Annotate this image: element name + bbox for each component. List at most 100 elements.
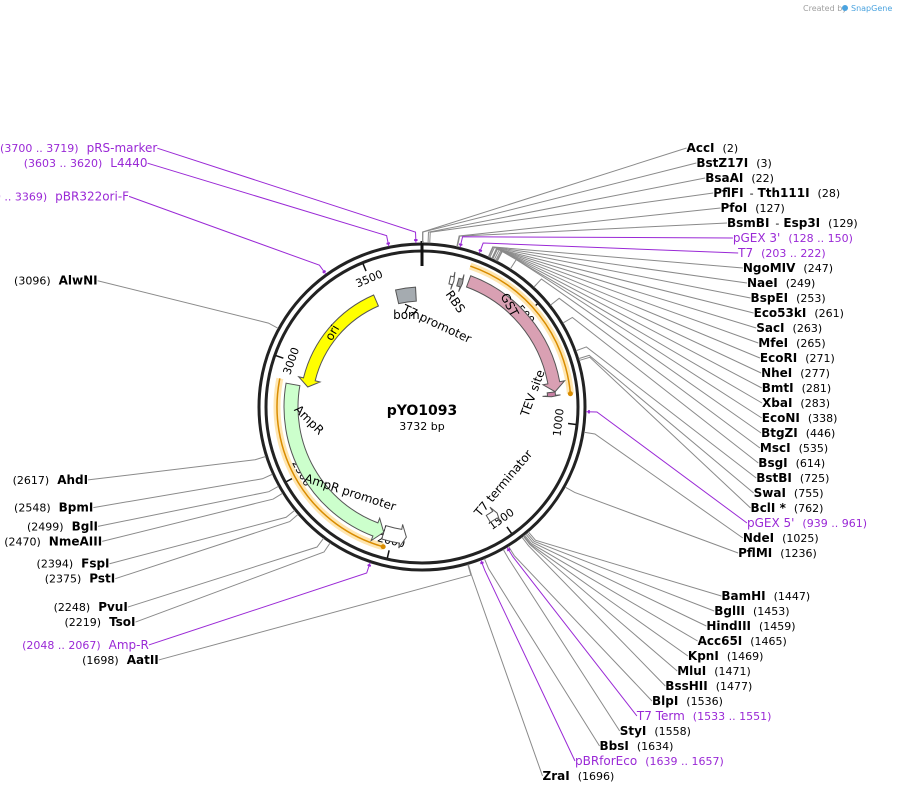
site-ahdi[interactable]: (2617)AhdI bbox=[13, 473, 88, 487]
site-mfei[interactable]: MfeI(265) bbox=[758, 336, 825, 350]
site-acci-leader bbox=[423, 148, 687, 243]
site-psti-label: (2375)PstI bbox=[45, 572, 116, 586]
site-nmeaiii[interactable]: (2470)NmeAIII bbox=[4, 534, 102, 548]
site-bgli-label: (2499)BglI bbox=[27, 519, 98, 533]
primer-amp-r[interactable]: (2048 .. 2067)Amp-R bbox=[22, 638, 149, 652]
site-alwni[interactable]: (3096)AlwNI bbox=[14, 274, 98, 288]
site-psti-pos: (2375) bbox=[45, 573, 82, 586]
site-bstz17i-name: BstZ17I bbox=[696, 156, 748, 170]
site-acci-name: AccI bbox=[687, 141, 715, 155]
primer-pgex-5[interactable]: pGEX 5'(939 .. 961) bbox=[747, 516, 867, 530]
site-swai[interactable]: SwaI(755) bbox=[754, 486, 824, 500]
primer-pbr322ori-f[interactable]: (3350 .. 3369)pBR322ori-F bbox=[0, 189, 129, 203]
site-msci-label: MscI(535) bbox=[760, 441, 828, 455]
primer-l4440[interactable]: (3603 .. 3620)L4440 bbox=[24, 156, 148, 170]
site-acci[interactable]: AccI(2) bbox=[687, 141, 739, 155]
snapgene-logo-icon bbox=[842, 5, 848, 11]
site-bgli[interactable]: (2499)BglI bbox=[27, 519, 98, 533]
site-ndei-name: NdeI bbox=[743, 531, 774, 545]
site-bsaai[interactable]: BsaAI(22) bbox=[705, 171, 774, 185]
site-mlui[interactable]: MluI(1471) bbox=[677, 664, 751, 678]
site-fspi-name: FspI bbox=[81, 557, 109, 571]
site-bstbi[interactable]: BstBI(725) bbox=[756, 471, 829, 485]
site-bamhi[interactable]: BamHI(1447) bbox=[721, 589, 810, 603]
primer-prs-marker[interactable]: (3700 .. 3719)pRS-marker bbox=[0, 141, 157, 155]
primer-t7[interactable]: T7(203 .. 222) bbox=[737, 246, 826, 260]
site-eco53ki[interactable]: Eco53kI(261) bbox=[754, 306, 844, 320]
site-bamhi-name: BamHI bbox=[721, 589, 765, 603]
site-pvui[interactable]: (2248)PvuI bbox=[54, 600, 128, 614]
primer-t7-label: T7(203 .. 222) bbox=[737, 246, 826, 260]
site-econi[interactable]: EcoNI(338) bbox=[762, 411, 838, 425]
site-bsmbi[interactable]: BsmBI-Esp3I(129) bbox=[727, 216, 858, 230]
site-aatii[interactable]: (1698)AatII bbox=[82, 653, 159, 667]
site-bcli-leader bbox=[579, 357, 750, 508]
site-ngomiv-pos: (247) bbox=[803, 262, 833, 275]
site-bsmbi-name2: Esp3I bbox=[783, 216, 820, 230]
site-pflfi[interactable]: PflFI-Tth111I(28) bbox=[713, 186, 840, 200]
site-btgzi[interactable]: BtgZI(446) bbox=[761, 426, 835, 440]
site-naei[interactable]: NaeI(249) bbox=[747, 276, 815, 290]
site-mfei-label: MfeI(265) bbox=[758, 336, 825, 350]
site-bmti[interactable]: BmtI(281) bbox=[762, 381, 831, 395]
site-acc65i[interactable]: Acc65I(1465) bbox=[698, 634, 787, 648]
site-bpmi-leader bbox=[93, 474, 272, 507]
site-psti[interactable]: (2375)PstI bbox=[45, 572, 116, 586]
site-swai-label: SwaI(755) bbox=[754, 486, 824, 500]
primer-prs-marker-label: (3700 .. 3719)pRS-marker bbox=[0, 141, 157, 155]
site-bbsi[interactable]: BbsI(1634) bbox=[600, 739, 674, 753]
primer-pgex-3-name: pGEX 3' bbox=[733, 231, 780, 245]
site-bsshii[interactable]: BssHII(1477) bbox=[665, 679, 752, 693]
site-bsgi[interactable]: BsgI(614) bbox=[758, 456, 825, 470]
site-bspei-leader bbox=[490, 248, 751, 298]
site-bspei[interactable]: BspEI(253) bbox=[751, 291, 826, 305]
primer-t7-term-range: (1533 .. 1551) bbox=[693, 710, 772, 723]
site-bsaai-name: BsaAI bbox=[705, 171, 743, 185]
site-bstbi-pos: (725) bbox=[800, 472, 830, 485]
site-zrai-name: ZraI bbox=[543, 769, 570, 783]
primer-t7-term[interactable]: T7 Term(1533 .. 1551) bbox=[636, 709, 771, 723]
site-xbai[interactable]: XbaI(283) bbox=[762, 396, 830, 410]
site-pflmi[interactable]: PflMI(1236) bbox=[738, 546, 817, 560]
site-pflfi-sep: - bbox=[750, 187, 754, 200]
site-tsoi[interactable]: (2219)TsoI bbox=[64, 615, 135, 629]
primer-prs-marker-name: pRS-marker bbox=[87, 141, 158, 155]
site-kpni-pos: (1469) bbox=[727, 650, 764, 663]
site-blpi[interactable]: BlpI(1536) bbox=[652, 694, 723, 708]
site-bstz17i[interactable]: BstZ17I(3) bbox=[696, 156, 771, 170]
primer-pbrforeco[interactable]: pBRforEco(1639 .. 1657) bbox=[575, 754, 724, 768]
primer-l4440-name: L4440 bbox=[110, 156, 147, 170]
tick-label-3000: 3000 bbox=[281, 346, 303, 377]
site-bpmi[interactable]: (2548)BpmI bbox=[14, 501, 93, 515]
site-ndei[interactable]: NdeI(1025) bbox=[743, 531, 819, 545]
site-styi-name: StyI bbox=[620, 724, 647, 738]
site-pfoi[interactable]: PfoI(127) bbox=[720, 201, 784, 215]
tick-label-3500: 3500 bbox=[354, 268, 385, 291]
site-bspei-pos: (253) bbox=[796, 292, 826, 305]
site-kpni[interactable]: KpnI(1469) bbox=[688, 649, 763, 663]
site-pvui-name: PvuI bbox=[98, 600, 128, 614]
site-msci[interactable]: MscI(535) bbox=[760, 441, 828, 455]
site-tsoi-leader bbox=[136, 543, 331, 622]
site-bcli[interactable]: BclI *(762) bbox=[751, 501, 824, 515]
site-ecori[interactable]: EcoRI(271) bbox=[760, 351, 835, 365]
site-pflfi-pos: (28) bbox=[818, 187, 841, 200]
site-saci[interactable]: SacI(263) bbox=[756, 321, 822, 335]
site-hindiii[interactable]: HindIII(1459) bbox=[706, 619, 795, 633]
primer-pgex-3[interactable]: pGEX 3'(128 .. 150) bbox=[733, 231, 853, 245]
primer-t7-name: T7 bbox=[737, 246, 753, 260]
highlight-end-gst bbox=[568, 391, 573, 396]
site-ngomiv[interactable]: NgoMIV(247) bbox=[743, 261, 833, 275]
site-fspi[interactable]: (2394)FspI bbox=[37, 557, 110, 571]
site-ecori-pos: (271) bbox=[805, 352, 835, 365]
site-pfoi-name: PfoI bbox=[720, 201, 747, 215]
site-nhei[interactable]: NheI(277) bbox=[761, 366, 830, 380]
tick-mark-1500 bbox=[507, 527, 512, 534]
site-styi[interactable]: StyI(1558) bbox=[620, 724, 691, 738]
site-pflmi-label: PflMI(1236) bbox=[738, 546, 817, 560]
site-zrai[interactable]: ZraI(1696) bbox=[543, 769, 615, 783]
site-ndei-label: NdeI(1025) bbox=[743, 531, 819, 545]
site-bglii[interactable]: BglII(1453) bbox=[714, 604, 789, 618]
site-aatii-label: (1698)AatII bbox=[82, 653, 159, 667]
site-aatii-pos: (1698) bbox=[82, 654, 119, 667]
